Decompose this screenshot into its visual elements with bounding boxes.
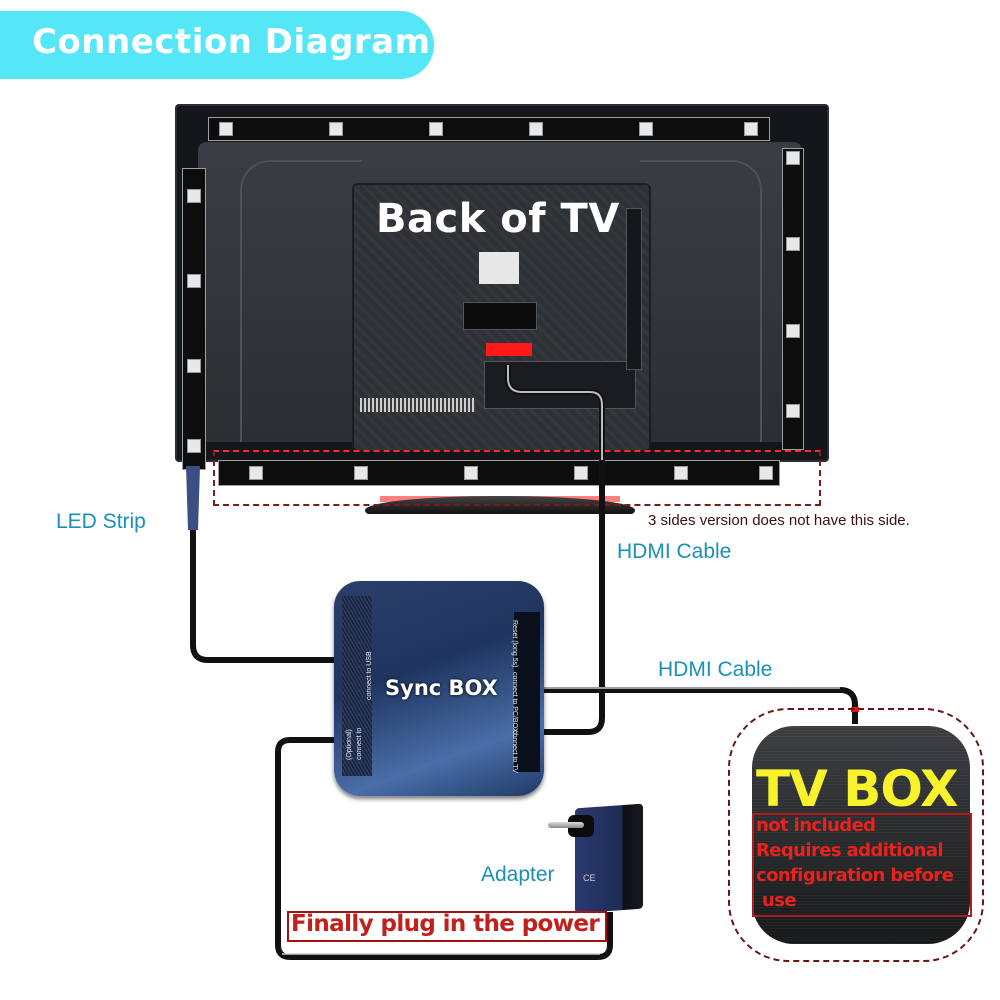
power-callout-box xyxy=(287,911,607,942)
led-chip xyxy=(187,439,201,453)
led-chip xyxy=(187,274,201,288)
adapter-label: Adapter xyxy=(481,863,555,886)
led-chip xyxy=(786,151,800,165)
tv-box-note: configuration before xyxy=(756,865,954,886)
led-chip xyxy=(249,466,263,480)
tv-box-outline xyxy=(728,708,984,962)
port-label: connect to PC/BOX/.. xyxy=(511,672,518,739)
led-strip-top xyxy=(208,117,770,141)
hdmi-cable-label-tvbox: HDMI Cable xyxy=(658,658,773,681)
led-chip xyxy=(354,466,368,480)
tv-info-plate xyxy=(463,302,537,330)
led-chip xyxy=(744,122,758,136)
tv-side-ports xyxy=(626,208,642,370)
tv-box-title: TV BOX xyxy=(756,760,959,818)
tv-spec-sticker xyxy=(479,252,519,284)
optional-side-outline xyxy=(213,450,821,506)
sync-box-left-ports xyxy=(342,596,372,776)
led-chip xyxy=(574,466,588,480)
power-callout-text: Finally plug in the power xyxy=(291,911,600,937)
led-chip xyxy=(786,324,800,338)
led-strip-left xyxy=(182,168,206,470)
tv-box-note: not included xyxy=(756,815,876,836)
sync-box-right-ports xyxy=(514,612,540,772)
led-chip xyxy=(786,404,800,418)
led-chip xyxy=(429,122,443,136)
led-chip xyxy=(329,122,343,136)
led-strip-connector xyxy=(186,466,200,530)
led-chip xyxy=(219,122,233,136)
port-label: connect to TV xyxy=(511,730,518,774)
hdmi-cable-tvbox xyxy=(544,687,858,724)
optional-side-note: 3 sides version does not have this side. xyxy=(648,512,910,529)
hdmi-port-highlight xyxy=(486,343,532,356)
tv-box-note-box xyxy=(752,813,972,917)
diagram-title: Connection Diagram xyxy=(32,22,431,62)
port-label: connect to USB xyxy=(366,651,373,700)
tv-recess-right xyxy=(640,160,762,442)
tv-box-note: Requires additional xyxy=(756,840,944,861)
led-strip-bottom xyxy=(218,460,780,486)
ce-mark: CE xyxy=(583,873,596,883)
led-chip xyxy=(674,466,688,480)
hdmi-cable-label-tv: HDMI Cable xyxy=(617,540,732,563)
title-banner xyxy=(0,11,434,79)
led-strip-label: LED Strip xyxy=(56,510,146,533)
sync-box-label: Sync BOX xyxy=(385,676,498,700)
tv-box-note: use xyxy=(762,890,797,911)
adapter-plug-pin xyxy=(548,822,584,828)
back-of-tv-label: Back of TV xyxy=(376,196,620,242)
led-chip xyxy=(759,466,773,480)
led-strip-cable xyxy=(190,500,340,663)
led-chip xyxy=(187,359,201,373)
led-strip-right xyxy=(782,148,804,450)
tv-box xyxy=(752,726,970,944)
led-chip xyxy=(464,466,478,480)
led-chip xyxy=(529,122,543,136)
power-cable xyxy=(275,737,613,960)
port-label: (Optional) xyxy=(346,729,353,760)
tv-vent xyxy=(360,398,476,412)
led-chip xyxy=(639,122,653,136)
led-chip xyxy=(786,237,800,251)
port-label: connect to xyxy=(356,727,363,760)
tv-recess-left xyxy=(240,160,362,442)
port-label: Reset (long 5s) xyxy=(511,620,518,668)
led-chip xyxy=(187,189,201,203)
